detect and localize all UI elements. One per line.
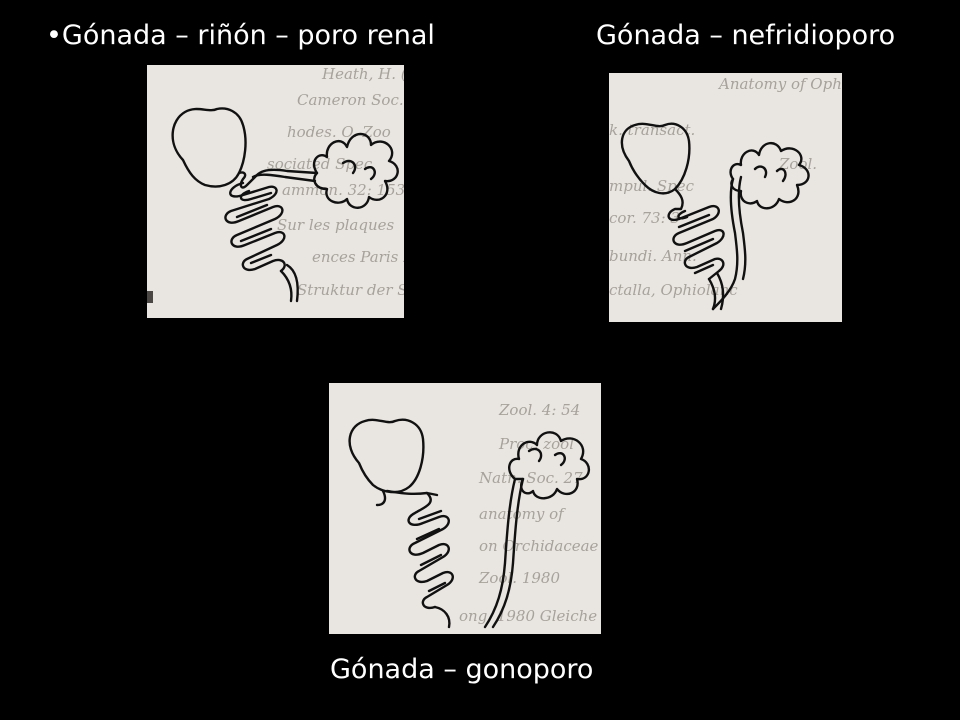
illustration-gonad-kidney-renal-pore: Heath, H. (1931 Cameron Soc. ter hodes. … [147,65,404,318]
scan-drawing-1: Heath, H. (1931 Cameron Soc. ter hodes. … [147,65,404,303]
nephridium-lobes [508,431,590,500]
svg-text:Zool. 1980: Zool. 1980 [478,569,560,587]
gonad [171,107,247,188]
illustration-gonad-gonopore: Zool. 4: 54 Proc. zool Natn. Soc. 27 ana… [329,383,601,634]
svg-text:ences Paris 263,: ences Paris 263, [312,248,404,266]
caption-gonad-gonopore: Gónada – gonoporo [330,654,594,685]
kidney-tubule [224,168,319,303]
caption-gonad-nephridiopore: Gónada – nefridioporo [596,20,896,51]
svg-text:Sur les plaques: Sur les plaques [277,216,394,234]
svg-text:Natn. Soc. 27: Natn. Soc. 27 [478,469,583,487]
svg-text:hodes. O. Zoo: hodes. O. Zoo [287,123,391,141]
nephridium [711,142,810,311]
svg-text:sociated Spec: sociated Spec [267,155,373,173]
gonopore-duct [483,477,525,629]
svg-text:bundi. Ann.: bundi. Ann. [609,247,697,265]
svg-text:ammon. 32: 153: ammon. 32: 153 [282,181,404,199]
gonoduct-tubule [375,489,454,629]
svg-text:Zool. 4: 54: Zool. 4: 54 [498,401,580,419]
svg-text:ong. 1980 Gleiche: ong. 1980 Gleiche [459,607,597,625]
svg-text:cor. 73: 3: cor. 73: 3 [609,209,680,227]
svg-text:Zool.: Zool. [778,155,817,173]
svg-text:on Orchidaceae: on Orchidaceae [479,537,599,555]
svg-text:Struktur der Spec: Struktur der Spec [297,281,404,299]
gonad [348,418,425,494]
svg-text:Anatomy of Ophio: Anatomy of Ophio [717,75,842,93]
svg-text:Cameron Soc. ter: Cameron Soc. ter [297,91,404,109]
svg-text:ctalla, Ophiolanc: ctalla, Ophiolanc [609,281,738,299]
background-print-texture: Zool. 4: 54 Proc. zool Natn. Soc. 27 ana… [459,401,599,625]
scan-drawing-3: Zool. 4: 54 Proc. zool Natn. Soc. 27 ana… [348,401,599,629]
caption-gonad-kidney-renal-pore: •Gónada – riñón – poro renal [46,20,435,51]
scan-drawing-2: Anatomy of Ophio k. transact. Zool. mpul… [609,75,842,311]
gonoduct-tubule [667,187,725,311]
illustration-gonad-nephridiopore: Anatomy of Ophio k. transact. Zool. mpul… [609,73,842,322]
renal-pore-lobes [312,132,399,209]
background-print-texture: Anatomy of Ophio k. transact. Zool. mpul… [609,75,842,299]
svg-text:Heath, H. (1931: Heath, H. (1931 [321,65,404,83]
background-print-texture: Heath, H. (1931 Cameron Soc. ter hodes. … [147,65,404,303]
svg-text:anatomy of: anatomy of [479,505,566,523]
gonad [620,122,691,195]
